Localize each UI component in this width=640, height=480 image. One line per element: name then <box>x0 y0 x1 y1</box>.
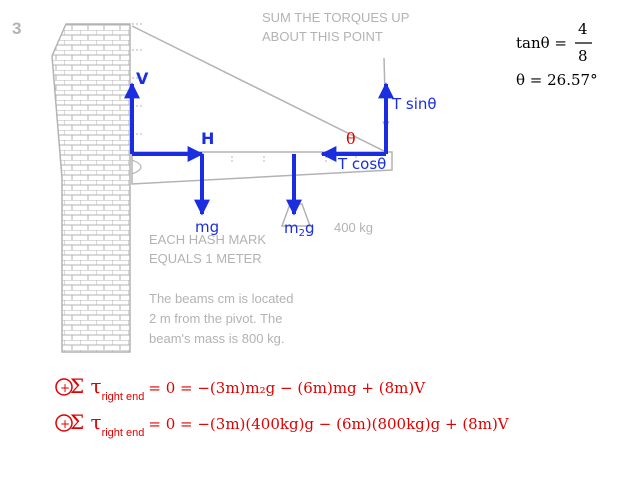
torque-equation-2: + Σ τright end= 0 = −(3m)(400kg)g − (6m)… <box>55 410 510 439</box>
ccw-positive-icon <box>55 378 73 396</box>
torque-point-note: SUM THE TORQUES UP ABOUT THIS POINT <box>262 10 413 44</box>
hash-mark-line-2: EQUALS 1 METER <box>149 251 262 266</box>
label-m2g-sub: 2 <box>299 228 305 239</box>
tan-theta-numerator: 4 <box>578 20 588 38</box>
label-theta: θ <box>346 129 356 148</box>
label-v: V <box>136 69 149 88</box>
label-m2g-tail: g <box>305 219 315 237</box>
label-t-sin: T sinθ <box>391 95 437 113</box>
label-m2g-base: m <box>284 219 299 237</box>
beam-hash-marks <box>231 156 357 164</box>
cm-note-line-2: 2 m from the pivot. The <box>149 311 282 326</box>
theta-value: θ = 26.57° <box>516 71 598 89</box>
equation-2-sub: right end <box>102 427 145 439</box>
tan-theta-lhs: tanθ = <box>516 34 567 52</box>
equation-2: Σ τright end= 0 = −(3m)(400kg)g − (6m)(8… <box>70 410 510 439</box>
brick-wall <box>51 23 131 353</box>
label-t-cos: T cosθ <box>337 155 386 173</box>
slide-number: 3 <box>12 19 21 38</box>
equation-1-rhs: = 0 = −(3m)m₂g − (6m)mg + (8m)V <box>148 379 426 397</box>
force-vectors <box>124 82 394 216</box>
ccw-plus-sign: + <box>60 417 70 431</box>
weight-label: 400 kg <box>334 220 373 235</box>
support-cable <box>131 25 387 153</box>
equation-1: Σ τright end= 0 = −(3m)m₂g − (6m)mg + (8… <box>70 374 426 403</box>
ccw-positive-icon <box>55 414 73 432</box>
equation-1-sub: right end <box>102 391 145 403</box>
torque-point-line-1: SUM THE TORQUES UP <box>262 10 409 25</box>
center-of-mass-note: The beams cm is located 2 m from the piv… <box>149 291 297 346</box>
torque-equation-1: + Σ τright end= 0 = −(3m)m₂g − (6m)mg + … <box>55 374 426 403</box>
equation-1-symbol: Σ τ <box>70 374 102 398</box>
label-mg: mg <box>195 218 219 236</box>
tan-theta-denominator: 8 <box>578 47 588 65</box>
label-m2g: m2g <box>284 219 315 239</box>
equation-2-rhs: = 0 = −(3m)(400kg)g − (6m)(800kg)g + (8m… <box>148 415 509 433</box>
pivot-hinge <box>131 159 142 175</box>
cm-note-line-3: beam's mass is 800 kg. <box>149 331 284 346</box>
cm-note-line-1: The beams cm is located <box>149 291 294 306</box>
ccw-plus-sign: + <box>60 381 70 395</box>
label-h: H <box>201 129 214 148</box>
hash-mark-note: EACH HASH MARK EQUALS 1 METER <box>149 232 270 266</box>
hash-mark-line-1: EACH HASH MARK <box>149 232 266 247</box>
equation-2-symbol: Σ τ <box>70 410 102 434</box>
wall-hash-marks <box>132 23 142 135</box>
torque-point-line-2: ABOUT THIS POINT <box>262 29 383 44</box>
